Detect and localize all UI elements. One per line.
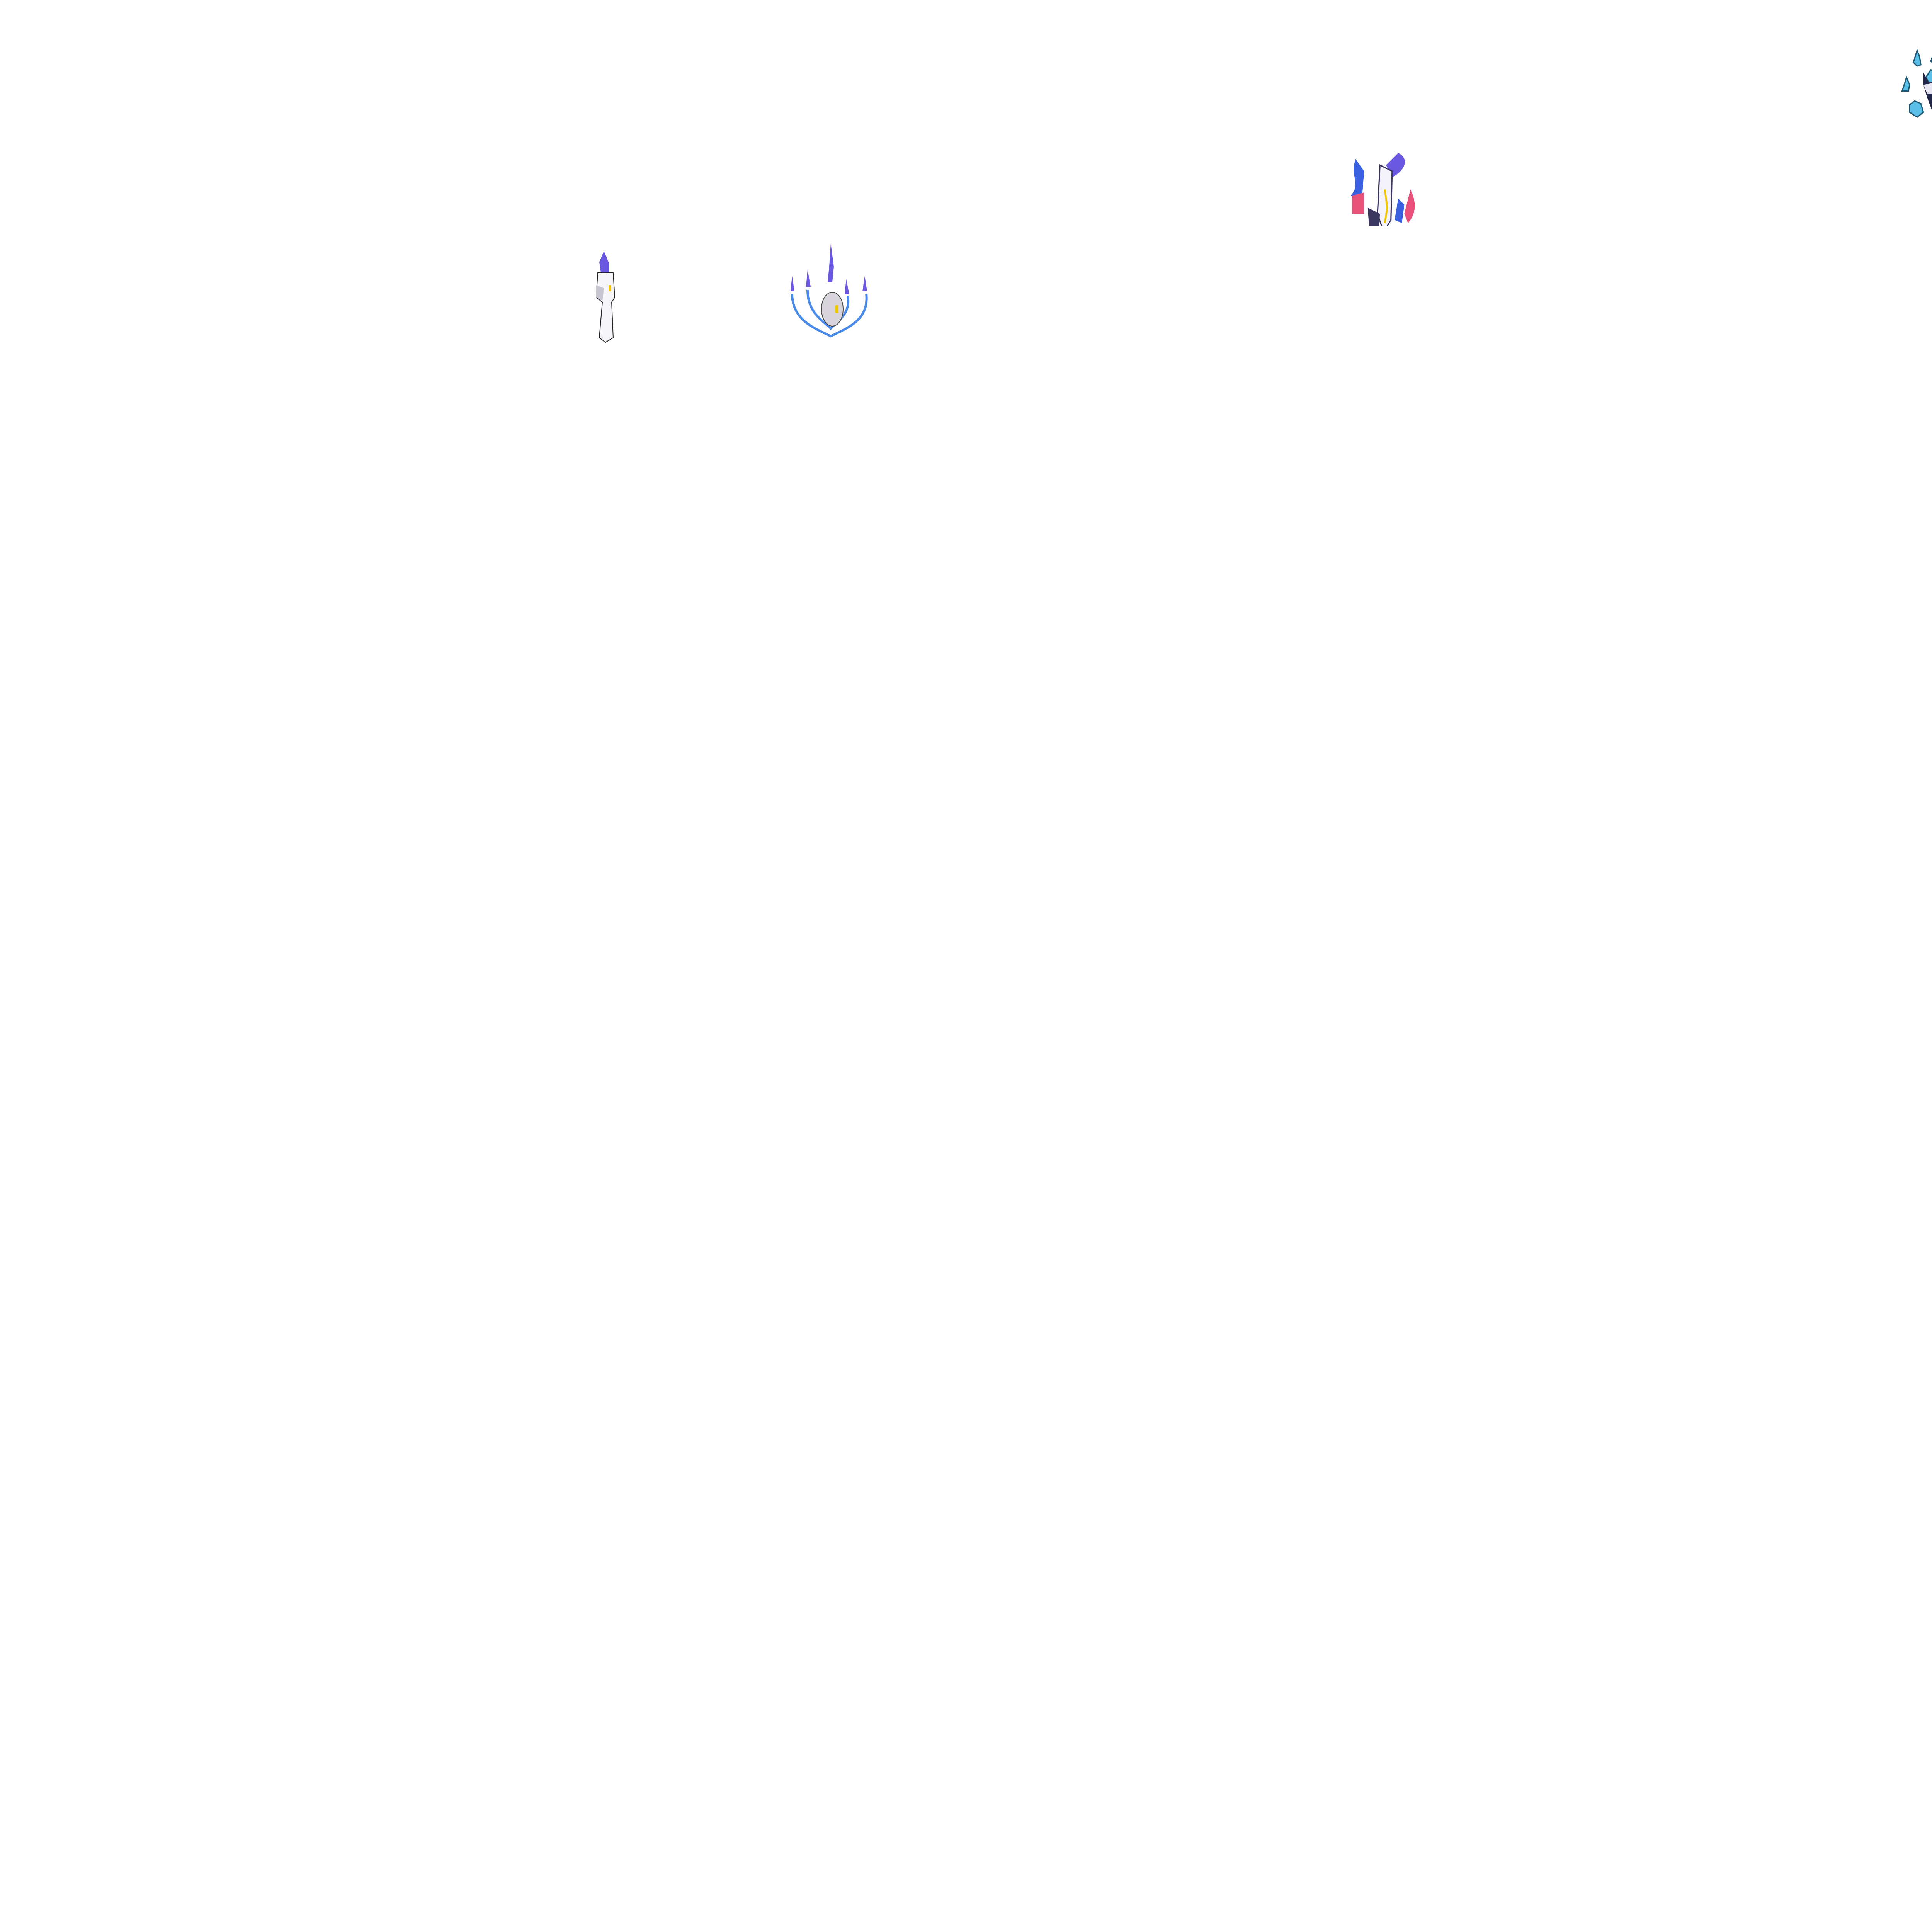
blue-flame-creature-icon	[1898, 46, 1932, 129]
candle-creature-icon	[591, 251, 634, 344]
ghost-creature-icon	[1343, 147, 1435, 226]
bottom-sprite-row	[0, 240, 1932, 355]
top-sprite-row	[0, 0, 1932, 139]
chandelier-creature-icon	[784, 243, 877, 340]
middle-sprite-row	[0, 139, 1932, 240]
